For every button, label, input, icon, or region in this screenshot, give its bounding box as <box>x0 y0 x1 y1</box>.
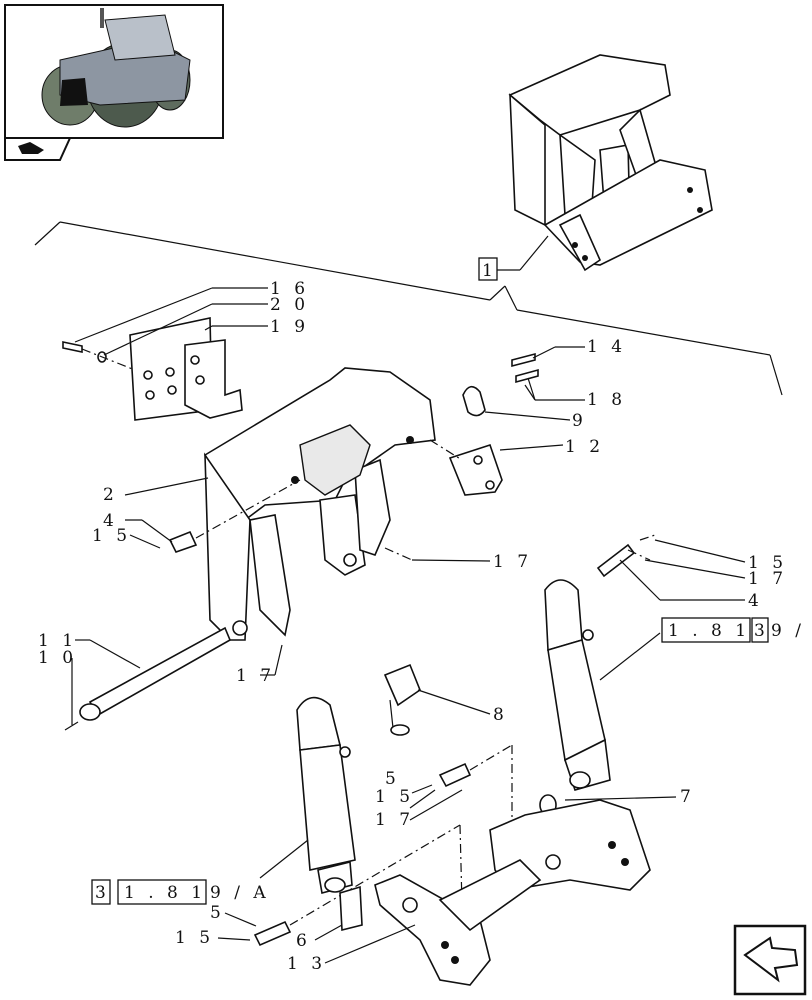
callout-15a: 1 5 <box>92 526 131 546</box>
overview-assembly-illustration <box>508 54 713 272</box>
callout-13: 1 3 <box>287 954 326 974</box>
mounting-plate-part <box>62 317 243 421</box>
callout-17a: 1 7 <box>493 552 532 572</box>
callout-15b: 1 5 <box>748 553 787 573</box>
pin-part-left <box>168 479 301 553</box>
callout-4b: 4 <box>748 591 763 611</box>
next-page-arrow-icon <box>743 936 799 983</box>
svg-text:9 / A: 9 / A <box>210 883 270 903</box>
callout-9: 9 <box>572 411 587 431</box>
callout-17d: 1 7 <box>375 810 414 830</box>
tractor-thumbnail[interactable] <box>4 4 224 139</box>
pin-part-5b <box>253 824 463 947</box>
lower-arm-part <box>374 799 651 986</box>
callout-8: 8 <box>493 705 508 725</box>
bracket-lines <box>34 221 783 396</box>
tractor-thumbnail-icon <box>41 8 191 128</box>
next-page-button[interactable] <box>733 924 807 996</box>
svg-text:1 . 8 1: 1 . 8 1 <box>124 883 206 903</box>
svg-text:3: 3 <box>754 621 769 641</box>
support-bracket-part <box>429 439 503 496</box>
hydraulic-cylinder-right <box>544 579 611 791</box>
callout-14: 1 4 <box>587 337 626 357</box>
svg-text:3: 3 <box>95 883 110 903</box>
callout-20: 2 0 <box>270 295 309 315</box>
tie-rod-part <box>64 626 232 731</box>
callout-12: 1 2 <box>565 437 604 457</box>
front-frame-part <box>203 367 436 641</box>
callout-10: 1 0 <box>38 648 77 668</box>
callout-5a: 5 <box>385 769 400 789</box>
main-assembly-ref[interactable]: 1 <box>478 235 549 281</box>
sensor-part <box>383 663 421 736</box>
svg-text:1 . 8 1: 1 . 8 1 <box>668 621 750 641</box>
callout-11: 1 1 <box>38 631 77 651</box>
callout-7: 7 <box>680 787 695 807</box>
svg-text:9 /: 9 / <box>771 621 805 641</box>
reference-link-bottom[interactable]: 3 1 . 8 1 9 / A <box>91 879 270 905</box>
callout-6: 6 <box>296 931 311 951</box>
callout-18: 1 8 <box>587 390 626 410</box>
hydraulic-cylinder-left <box>296 696 356 894</box>
callout-2: 2 <box>103 485 118 505</box>
callout-17c: 1 7 <box>236 666 275 686</box>
callout-16: 1 6 <box>270 279 309 299</box>
callout-15d: 1 5 <box>175 928 214 948</box>
reference-link-top[interactable]: 1 . 8 1 3 9 / <box>661 617 805 643</box>
section-symbol-icon <box>18 142 44 154</box>
callout-5b: 5 <box>210 903 225 923</box>
svg-text:1: 1 <box>482 261 497 281</box>
callout-labels: 1 6 2 0 1 9 1 4 1 8 9 1 2 2 4 1 5 1 7 1 … <box>38 279 787 974</box>
shim-plate-part <box>462 352 539 417</box>
leader-lines <box>71 287 746 964</box>
callout-17b: 1 7 <box>748 569 787 589</box>
callout-15c: 1 5 <box>375 787 414 807</box>
callout-4a: 4 <box>103 511 118 531</box>
callout-19: 1 9 <box>270 317 309 337</box>
section-tab[interactable] <box>4 137 72 161</box>
